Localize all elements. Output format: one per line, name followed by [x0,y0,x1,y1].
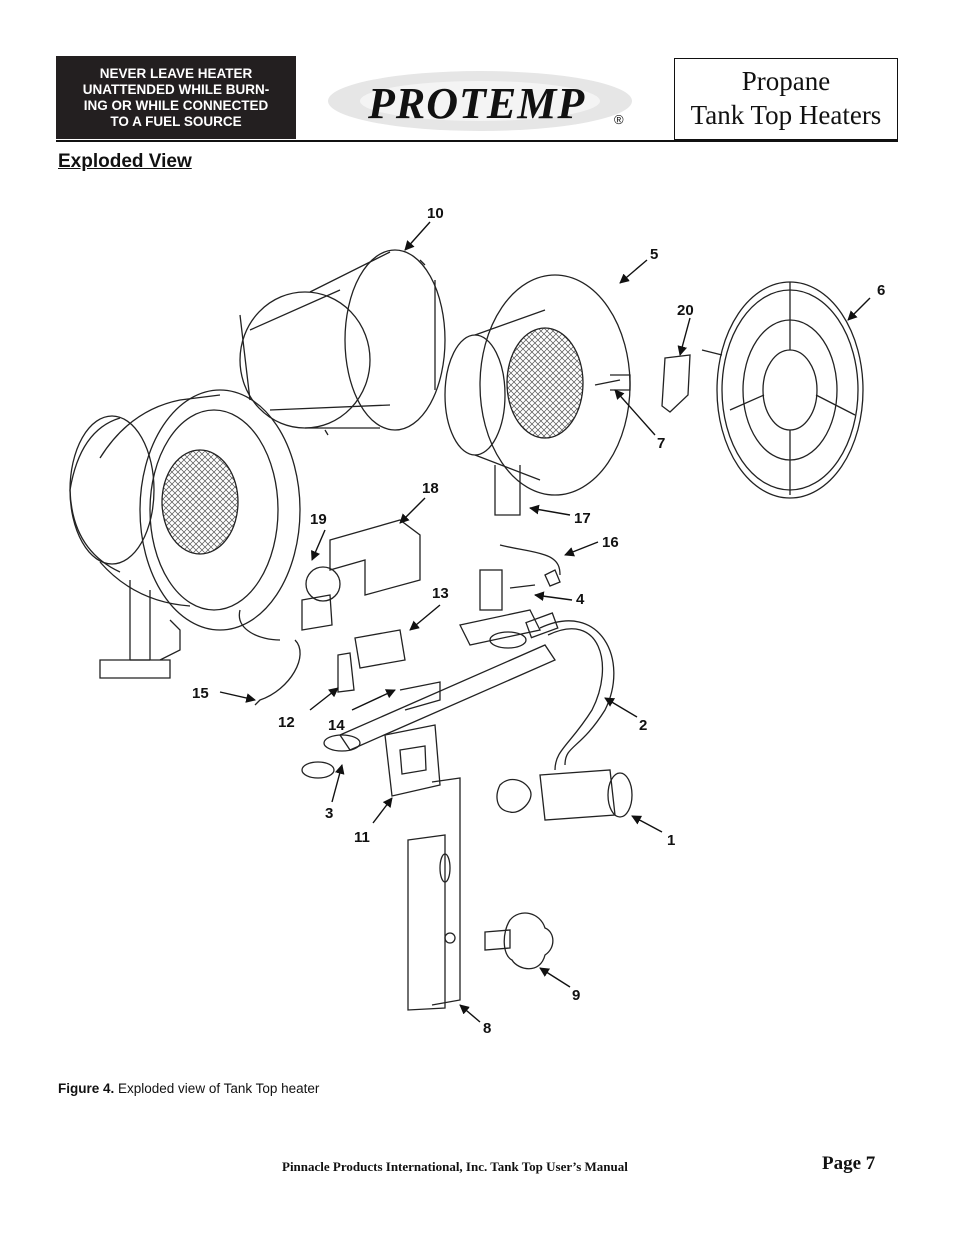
tank-connector [496,769,633,821]
leader-3 [331,764,345,803]
page-number: Page 7 [822,1153,876,1174]
part-label-14: 14 [328,717,345,734]
leader-14 [351,689,396,711]
leader-2 [604,697,638,718]
part-label-2: 2 [639,717,647,734]
caption-label: Figure 4. [58,1081,115,1096]
leader-10 [404,221,431,251]
part-label-5: 5 [650,246,658,263]
leader-16 [564,541,599,557]
part-label-6: 6 [877,282,885,299]
warning-text: NEVER LEAVE HEATER UNATTENDED WHILE BURN… [82,65,270,129]
header-rule [56,140,898,142]
logo-swoosh [328,71,632,131]
leader-12 [309,687,339,711]
exploded-view-diagram: 10 5 6 20 7 18 19 17 16 13 4 15 12 14 2 … [69,205,885,1037]
protemp-logo: PROTEMP ® [320,68,640,138]
leader-17 [529,504,571,516]
part-label-16: 16 [602,534,619,551]
part-label-18: 18 [422,480,439,497]
leader-11 [372,797,393,824]
part-label-12: 12 [278,714,295,731]
leader-6 [847,297,871,321]
registered-mark: ® [614,112,624,127]
knob [484,912,554,970]
logo-text: PROTEMP [368,79,586,128]
part-label-9: 9 [572,987,580,1004]
leader-4 [534,591,573,602]
leader-5 [619,259,648,284]
warning-box: NEVER LEAVE HEATER UNATTENDED WHILE BURN… [56,56,296,139]
title-line-2: Tank Top Heaters [690,100,882,130]
leader-8 [459,1004,481,1023]
part-label-8: 8 [483,1020,491,1037]
part-label-4: 4 [576,591,585,608]
leader-1 [631,815,663,833]
footer-manual: Pinnacle Products International, Inc. Ta… [282,1159,628,1174]
caption-text: Exploded view of Tank Top heater [114,1081,320,1096]
leader-13 [409,604,441,631]
flexible-hose [525,612,615,771]
front-grill [701,281,864,499]
gas-tube [459,569,541,646]
tank-post [407,777,461,1011]
guard-cage [239,249,446,436]
thermocouple [238,544,561,706]
reflector [444,274,631,516]
burner-bracket [594,354,691,413]
leader-9 [539,967,571,988]
part-label-13: 13 [432,585,449,602]
part-label-3: 3 [325,805,333,822]
part-label-7: 7 [657,435,665,452]
leader-7 [614,389,656,436]
leader-15 [219,691,256,703]
leader-19 [311,529,326,561]
valve-bracket [301,519,421,631]
leader-20 [677,317,691,356]
title-line-1: Propane [741,66,831,96]
support-bar [301,631,556,779]
part-label-15: 15 [192,685,209,702]
part-label-1: 1 [667,832,675,849]
part-label-17: 17 [574,510,591,527]
part-label-19: 19 [310,511,327,528]
section-title: Exploded View [58,151,192,172]
figure-caption: Figure 4. Exploded view of Tank Top heat… [58,1081,319,1096]
mounting-bracket [384,724,441,797]
part-label-10: 10 [427,205,444,222]
part-label-20: 20 [677,302,694,319]
leader-18 [399,497,426,524]
document-title: Propane Tank Top Heaters [674,58,898,140]
assembled-heater [69,389,301,679]
part-label-11: 11 [354,829,370,846]
